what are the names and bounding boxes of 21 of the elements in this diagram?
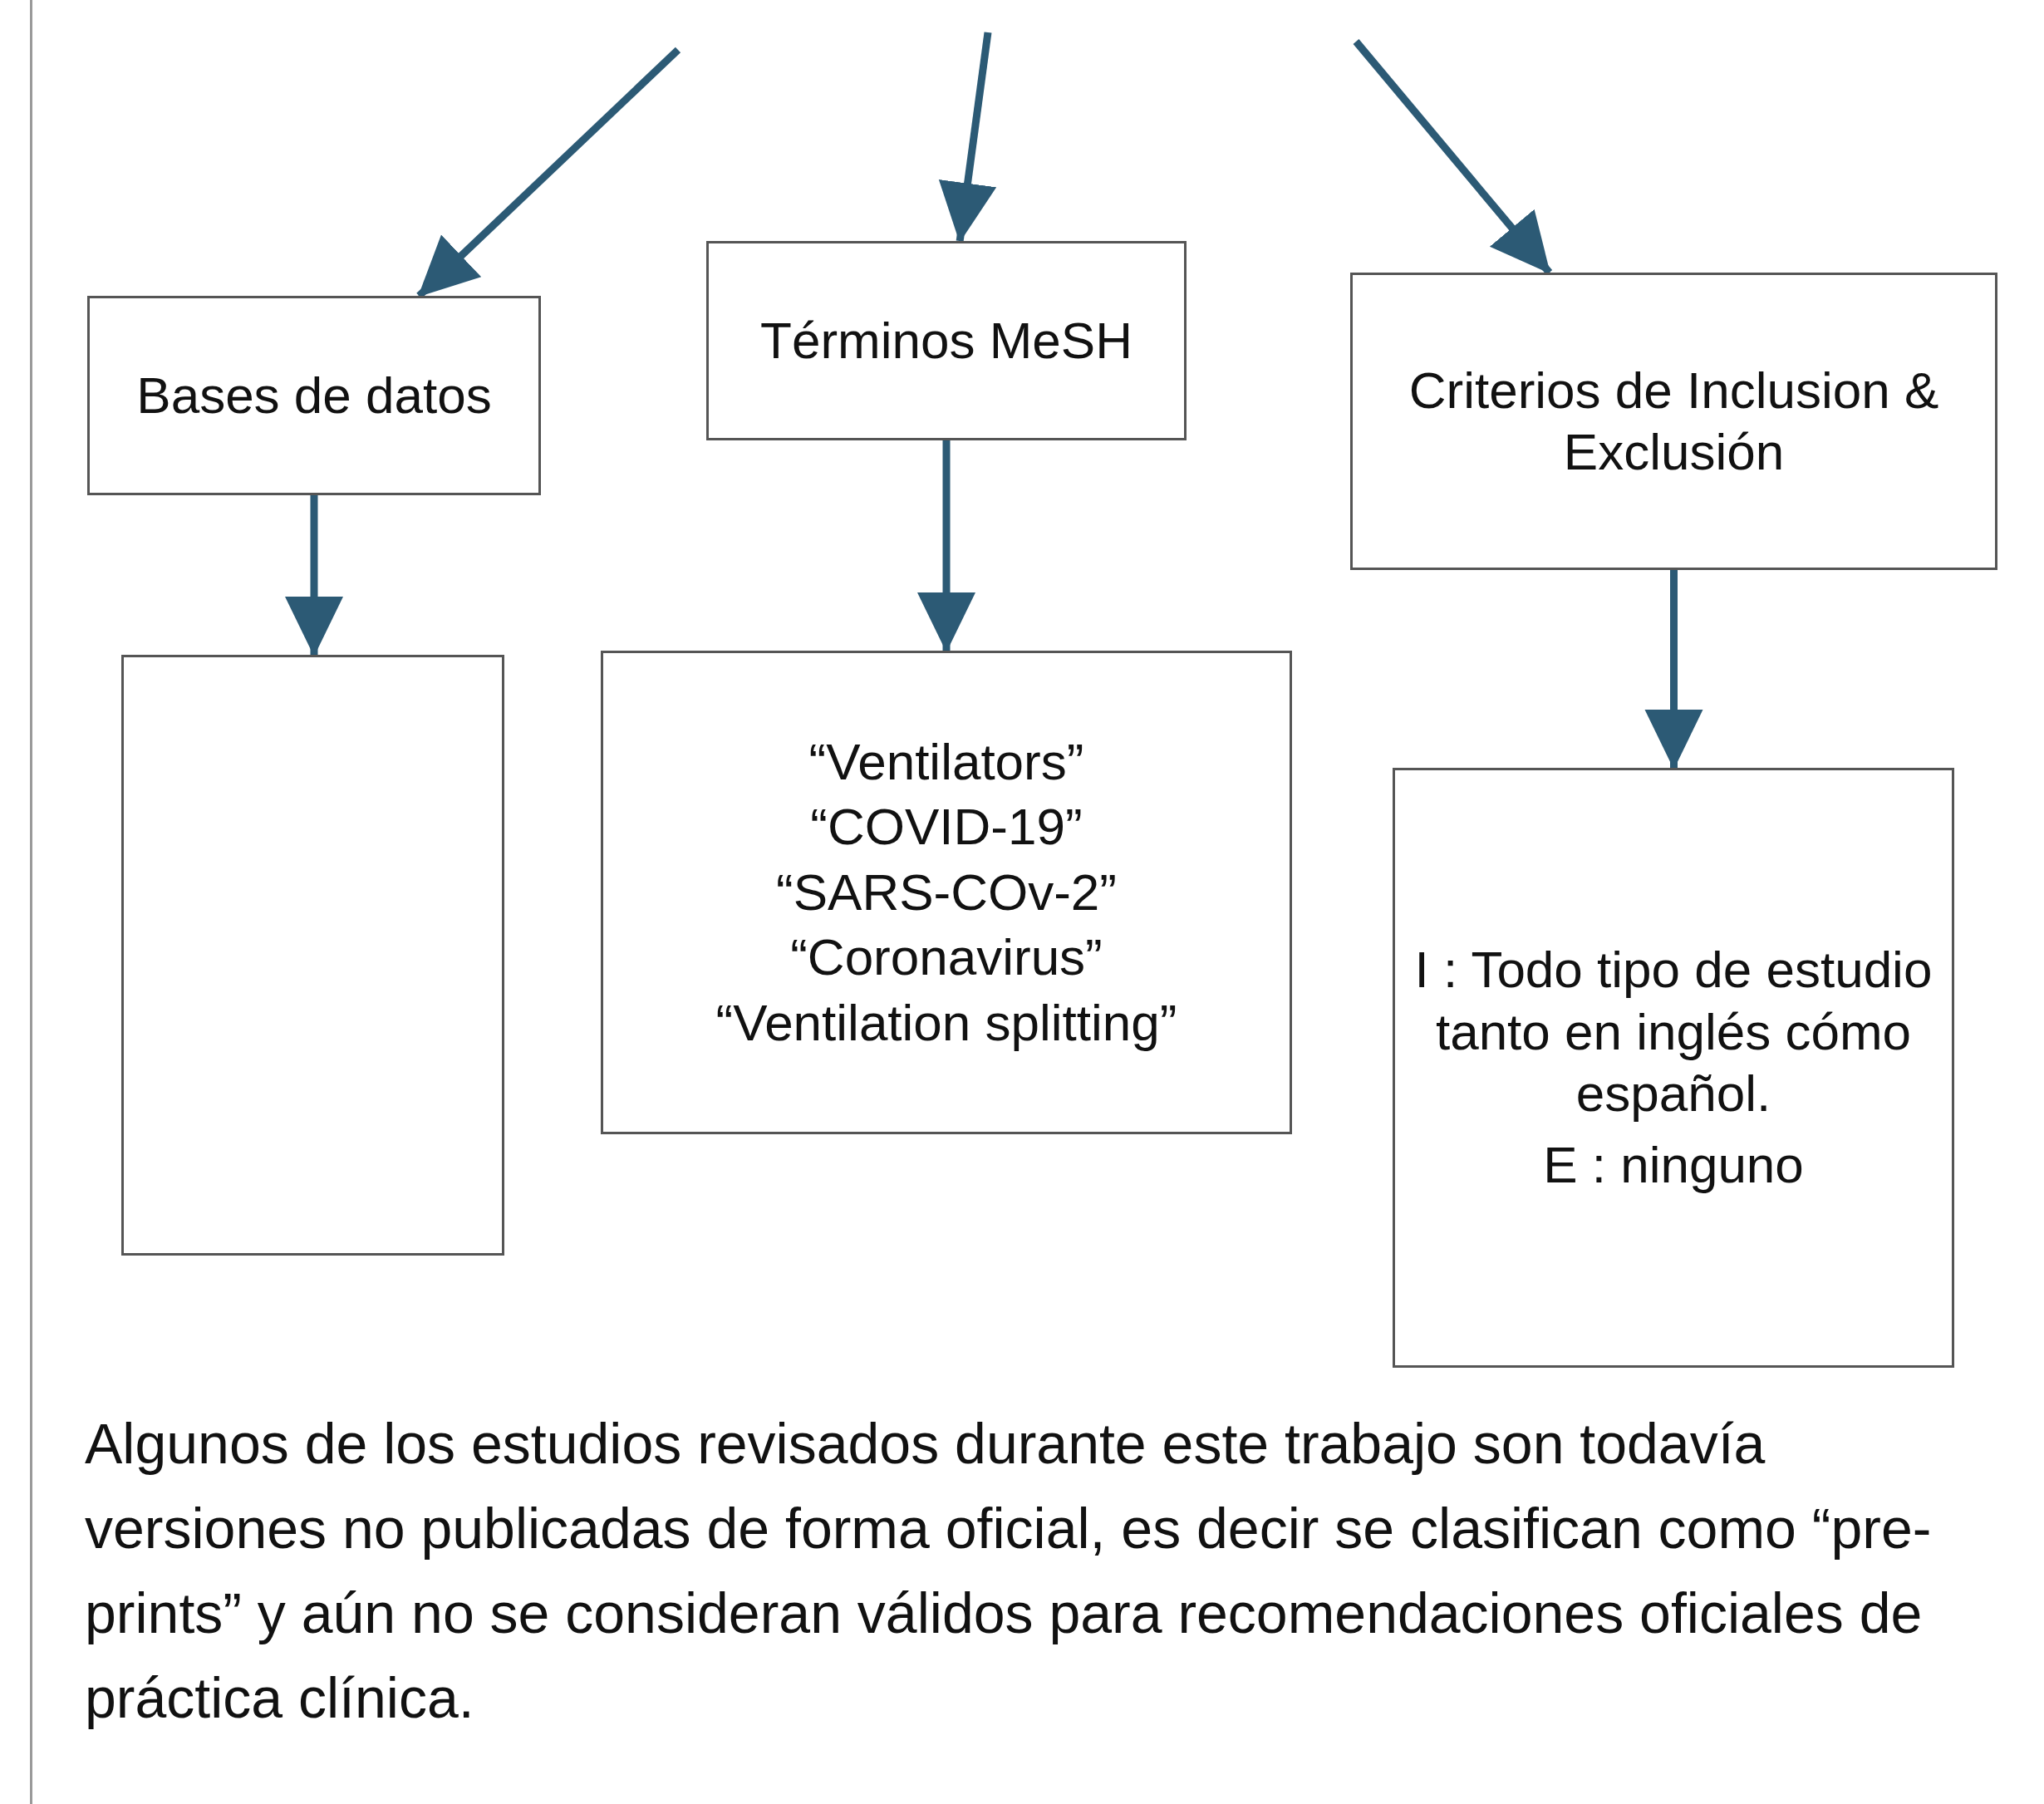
box-text: I : Todo tipo de estudio tanto en inglés cómo español. xyxy=(1413,940,1933,1123)
text-box xyxy=(1350,273,1997,570)
text-box xyxy=(706,241,1187,440)
arrow xyxy=(938,32,997,243)
text-box xyxy=(87,296,541,495)
arrow xyxy=(917,440,975,652)
box-text: Términos MeSH xyxy=(760,310,1133,371)
box-text: “Ventilators” xyxy=(808,732,1084,792)
arrow xyxy=(1644,570,1703,769)
box-text: “Coronavirus” xyxy=(790,927,1103,988)
text-box xyxy=(1393,768,1954,1368)
box-text: “Ventilation splitting” xyxy=(715,992,1177,1053)
arrow xyxy=(285,495,343,656)
empty-box xyxy=(121,655,504,1256)
caption: Algunos de los estudios revisados durante este trabajo son todavía versiones no publicadas de forma oficial, es decir se clasifican como “pre-prints” y aún no se consideran válidos para recomendaciones oficiales de práctica clínica. xyxy=(85,1411,1933,1731)
box-text: E : ninguno xyxy=(1543,1135,1804,1196)
box-text: Bases de datos xyxy=(136,365,492,425)
box-text: “SARS-COv-2” xyxy=(776,862,1117,922)
box-text: Criterios de Inclusion & Exclusión xyxy=(1408,360,1940,482)
text-box xyxy=(601,651,1292,1134)
box-text: “COVID-19” xyxy=(810,797,1083,858)
